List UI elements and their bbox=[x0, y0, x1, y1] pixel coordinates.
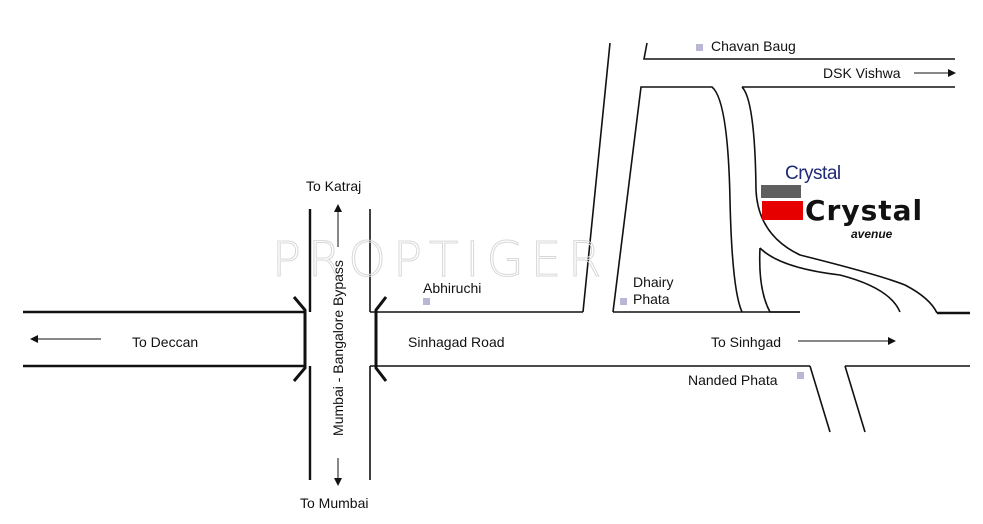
chavan-baug-marker bbox=[696, 44, 703, 51]
project-location-gray-block bbox=[761, 185, 801, 198]
dhairy-phata-label-line1: Dhairy bbox=[633, 274, 674, 290]
nanded-phata-marker bbox=[797, 372, 804, 379]
nanded-phata-label: Nanded Phata bbox=[688, 372, 778, 388]
dhairy-phata-label-line2: Phata bbox=[633, 291, 670, 307]
crystal-brand-logo: Crystal bbox=[785, 163, 841, 184]
to-katraj-label: To Katraj bbox=[306, 178, 362, 194]
project-name-subtitle: avenue bbox=[851, 227, 893, 241]
dsk-vishwa-label: DSK Vishwa bbox=[823, 65, 901, 81]
abhiruchi-label: Abhiruchi bbox=[423, 280, 482, 296]
to-sinhgad-label: To Sinhgad bbox=[711, 334, 782, 350]
dhairy-phata-marker bbox=[620, 298, 627, 305]
watermark: PROPTIGER bbox=[271, 232, 609, 289]
road-lines bbox=[23, 42, 970, 486]
to-deccan-label: To Deccan bbox=[132, 334, 199, 350]
chavan-baug-label: Chavan Baug bbox=[711, 38, 796, 54]
to-mumbai-label: To Mumbai bbox=[300, 495, 369, 511]
project-name-logo: Crystal bbox=[805, 194, 924, 227]
abhiruchi-marker bbox=[423, 298, 430, 305]
project-location-red-block bbox=[762, 201, 803, 220]
bypass-road-label: Mumbai - Bangalore Bypass bbox=[330, 260, 346, 436]
sinhagad-road-label: Sinhagad Road bbox=[408, 334, 505, 350]
